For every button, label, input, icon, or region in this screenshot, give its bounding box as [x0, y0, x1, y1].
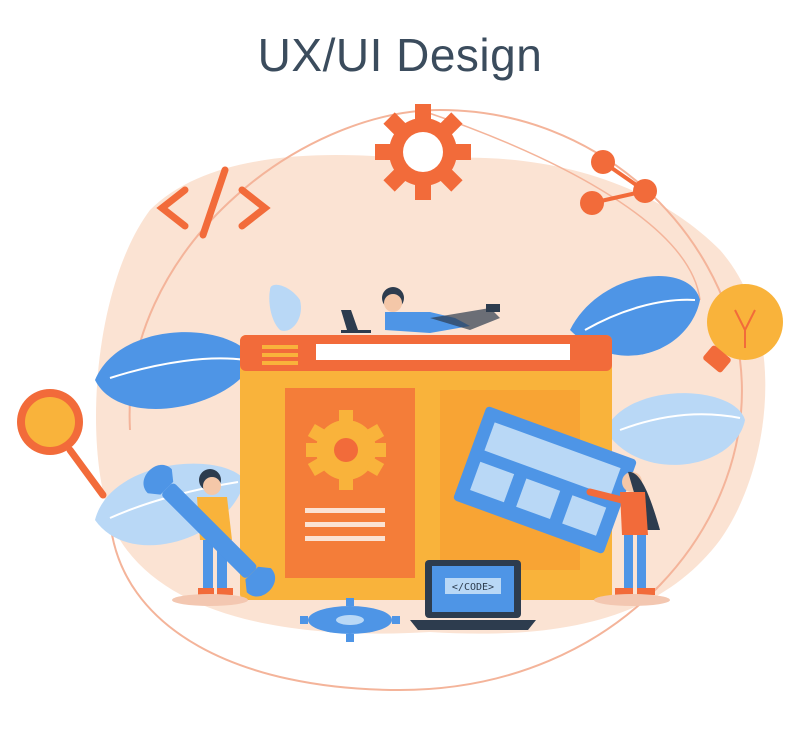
wireframe-card: [453, 406, 637, 554]
leaf-right-bottom: [605, 393, 745, 465]
gear-icon: [375, 104, 471, 200]
card-gear-icon: [306, 410, 386, 490]
shadow-left: [172, 594, 248, 606]
person-left: [197, 469, 233, 595]
swirl-line-2: [419, 109, 701, 301]
person-lying: [341, 287, 500, 333]
cog-icon: [300, 598, 400, 642]
leaf-top-small: [269, 284, 301, 331]
magnifier-icon: [17, 389, 107, 499]
wrench-icon: [143, 464, 276, 597]
laptop-icon: </CODE>: [410, 560, 536, 630]
shadow-right: [594, 594, 670, 606]
code-icon: [156, 166, 271, 239]
leaf-left-top: [95, 332, 255, 409]
swirl-line: [109, 108, 743, 692]
lightbulb-icon: [703, 284, 783, 373]
laptop-screen-text: </CODE>: [452, 582, 494, 593]
person-right: [586, 471, 660, 595]
page-title: UX/UI Design: [257, 29, 543, 81]
share-icon: [580, 150, 657, 215]
